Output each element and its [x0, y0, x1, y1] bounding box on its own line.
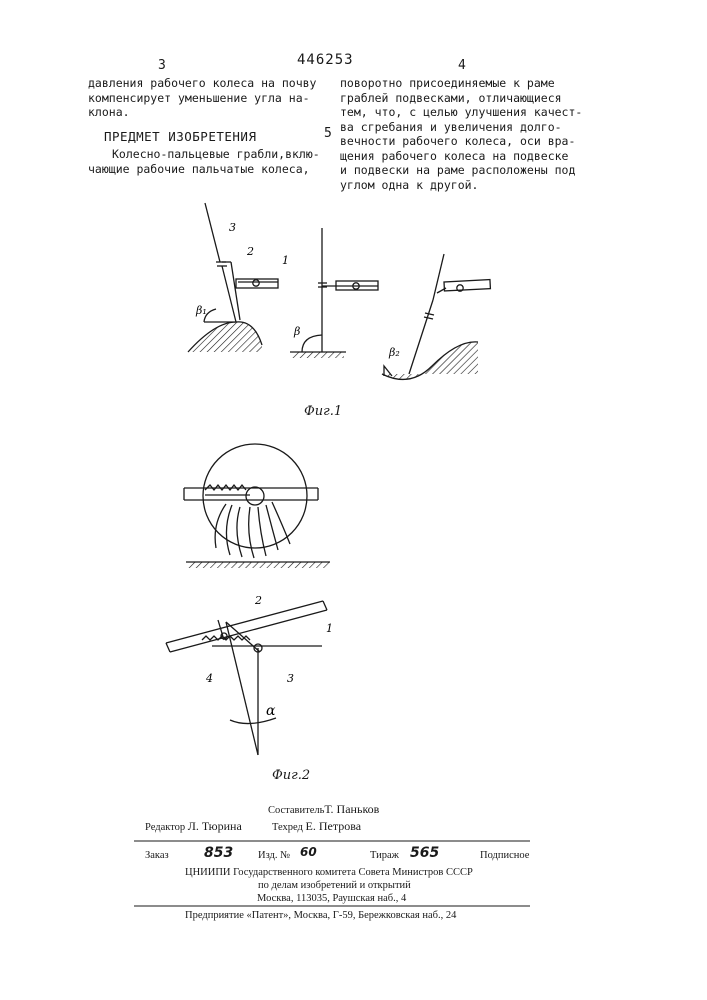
fig1-label-beta: β	[293, 325, 300, 338]
composer-name: Т. Паньков	[324, 802, 379, 816]
issue-value: 60	[300, 845, 317, 859]
fig1-variant-middle	[290, 228, 378, 358]
editor-label: Редактор	[145, 822, 185, 833]
techred-line: Техред Е. Петрова	[272, 819, 361, 834]
printer-line: Предприятие «Патент», Москва, Г-59, Бере…	[185, 910, 456, 921]
subscription-note: Подписное	[480, 850, 529, 861]
fig2-caption: Фиг.2	[272, 768, 310, 783]
composer-line: СоставительТ. Паньков	[268, 802, 379, 817]
order-value: 853	[204, 845, 233, 861]
fig1-label-beta1: β₁	[195, 304, 207, 317]
composer-label: Составитель	[268, 805, 324, 816]
fig2-label-alpha: α	[266, 703, 276, 719]
fig1-variant-right	[382, 254, 490, 379]
fig2-label-3: 3	[287, 672, 294, 685]
fig2-label-4: 4	[205, 672, 213, 685]
org-line-1: ЦНИИПИ Государственного комитета Совета …	[185, 867, 473, 878]
circulation-value: 565	[410, 845, 439, 861]
order-label: Заказ	[145, 850, 169, 861]
editor-line: Редактор Л. Тюрина	[145, 819, 242, 834]
org-line-2: по делам изобретений и открытий	[258, 880, 411, 891]
circulation-label: Тираж	[370, 850, 399, 861]
fig1-label-1: 1	[282, 254, 289, 267]
editor-name: Л. Тюрина	[188, 819, 242, 833]
issue-label: Изд. №	[258, 850, 290, 861]
wheel-side-view	[184, 444, 330, 568]
fig2-label-1: 1	[326, 622, 333, 635]
fig1-label-beta2: β₂	[388, 346, 400, 359]
fig2-label-2: 2	[254, 594, 262, 607]
fig1-label-2: 2	[246, 245, 254, 258]
fig2-top-view	[166, 601, 327, 755]
fig1-label-3: 3	[229, 221, 236, 234]
org-line-3: Москва, 113035, Раушская наб., 4	[257, 893, 406, 904]
techred-name: Е. Петрова	[306, 819, 362, 833]
techred-label: Техред	[272, 822, 303, 833]
fig1-caption: Фиг.1	[304, 404, 342, 419]
